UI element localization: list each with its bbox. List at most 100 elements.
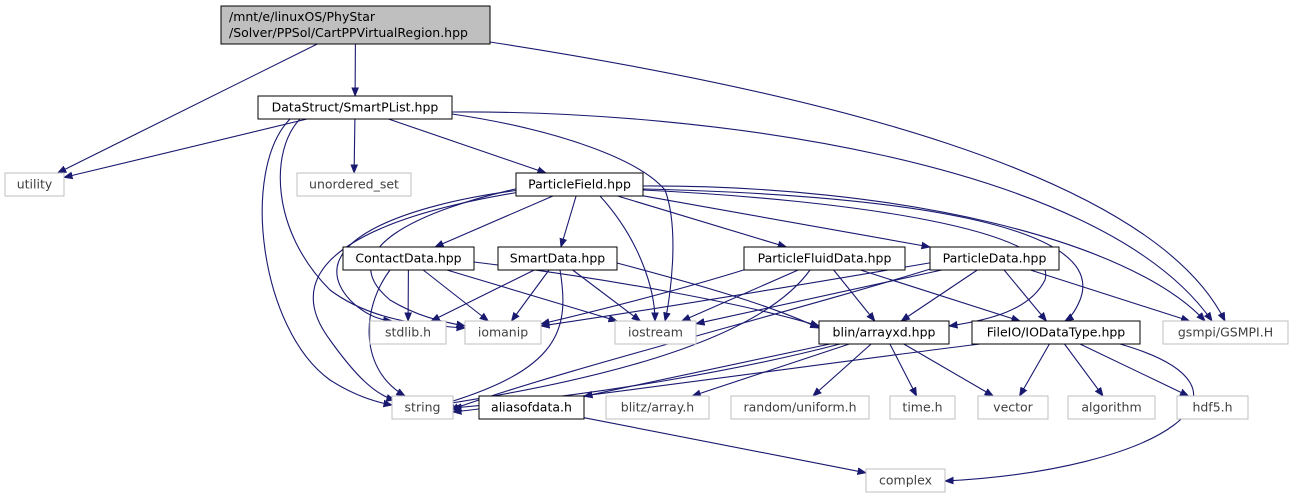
node-randomuniform: random/uniform.h (730, 395, 870, 420)
node-box-smartplist (257, 95, 453, 120)
node-box-arrayxd (818, 320, 950, 345)
edge-iodatatype-to-complex (945, 343, 1195, 481)
edge-particlefluiddata-to-iodatatype (860, 269, 1021, 321)
edge-particledata-to-iostream (696, 269, 942, 324)
node-label-contactdata: ContactData.hpp (355, 251, 461, 266)
node-label-timeh: time.h (902, 400, 942, 415)
edge-particlefield-to-string (312, 191, 521, 400)
node-label-string: string (405, 400, 441, 415)
node-label-stdlib: stdlib.h (385, 325, 431, 340)
node-box-unordered_set (296, 172, 412, 197)
edges (58, 41, 1226, 481)
edge-smartplist-to-unordered_set (354, 118, 355, 173)
node-utility: utility (4, 172, 65, 197)
node-label-vector: vector (993, 400, 1034, 415)
node-algorithm: algorithm (1067, 395, 1156, 420)
edge-contactdata-to-iomanip (422, 269, 488, 321)
edge-particledata-to-iodatatype (1003, 269, 1046, 321)
node-box-smartdata (497, 246, 618, 271)
edge-iodatatype-to-hdf5 (1079, 343, 1189, 397)
node-particlefield[interactable]: ParticleField.hpp (515, 172, 644, 197)
node-timeh: time.h (889, 395, 956, 420)
edge-contactdata-to-iostream (446, 269, 617, 321)
node-root[interactable]: /mnt/e/linuxOS/PhyStar/Solver/PPSol/Cart… (220, 5, 491, 45)
edge-smartdata-to-iomanip (512, 269, 550, 321)
edge-particledata-to-iomanip (541, 261, 936, 326)
node-label-hdf5: hdf5.h (1192, 400, 1232, 415)
edge-particlefield-to-smartdata (561, 195, 577, 247)
edge-arrayxd-to-timeh (889, 343, 918, 396)
node-iodatatype[interactable]: FileIO/IODataType.hpp (971, 320, 1141, 345)
node-box-root (220, 5, 491, 45)
edge-arrayxd-to-randomuniform (813, 343, 872, 396)
edge-particlefield-to-gsmpi (642, 185, 1205, 321)
node-label-complex: complex (879, 473, 932, 488)
edge-aliasofdata-to-complex (583, 417, 866, 473)
node-gsmpi: gsmpi/GSMPI.H (1162, 320, 1289, 345)
node-box-blitzarray (605, 395, 710, 420)
node-box-particledata (929, 246, 1060, 271)
node-box-string (391, 395, 454, 420)
edge-arrayxd-to-vector (903, 343, 993, 396)
edge-particlefluiddata-to-string (445, 269, 811, 404)
node-label-particlefield: ParticleField.hpp (528, 177, 631, 192)
node-aliasofdata[interactable]: aliasofdata.h (478, 395, 585, 420)
edge-particlefluiddata-to-iomanip (541, 267, 751, 324)
node-unordered_set: unordered_set (296, 172, 412, 197)
node-complex: complex (865, 468, 946, 493)
node-box-iostream (614, 320, 697, 345)
edge-root-to-utility (58, 43, 318, 174)
node-label-particlefluiddata: ParticleFluidData.hpp (758, 251, 892, 266)
node-blitzarray: blitz/array.h (605, 395, 710, 420)
edge-particlefield-to-contactdata (435, 195, 554, 248)
node-box-complex (865, 468, 946, 493)
node-smartplist[interactable]: DataStruct/SmartPList.hpp (257, 95, 453, 120)
edge-smartplist-to-string (261, 118, 392, 405)
node-stdlib: stdlib.h (369, 320, 447, 345)
node-box-iomanip (464, 320, 542, 345)
node-box-gsmpi (1162, 320, 1289, 345)
edge-particlefield-to-iostream (599, 195, 655, 321)
edge-iodatatype-to-algorithm (1064, 343, 1104, 396)
node-box-particlefield (515, 172, 644, 197)
node-hdf5: hdf5.h (1176, 395, 1249, 420)
node-label-randomuniform: random/uniform.h (743, 400, 856, 415)
node-iomanip: iomanip (464, 320, 542, 345)
node-label-blitzarray: blitz/array.h (621, 400, 694, 415)
edge-arrayxd-to-blitzarray (692, 343, 850, 396)
node-box-contactdata (342, 246, 475, 271)
edge-particledata-to-gsmpi (1030, 269, 1189, 321)
node-vector: vector (977, 395, 1049, 420)
node-particlefluiddata[interactable]: ParticleFluidData.hpp (743, 246, 906, 271)
node-box-iodatatype (971, 320, 1141, 345)
node-label-aliasofdata: aliasofdata.h (491, 400, 572, 415)
edge-smartplist-to-gsmpi (451, 111, 1212, 321)
node-box-timeh (889, 395, 956, 420)
node-label-iostream: iostream (628, 325, 683, 340)
node-label-root: /mnt/e/linuxOS/PhyStar (229, 9, 376, 24)
edge-smartplist-to-particlefield (388, 118, 547, 173)
node-label-particledata: ParticleData.hpp (943, 251, 1047, 266)
node-box-randomuniform (730, 395, 870, 420)
edge-smartdata-to-arrayxd (616, 262, 819, 329)
node-label-root: /Solver/PPSol/CartPPVirtualRegion.hpp (229, 25, 468, 40)
node-box-aliasofdata (478, 395, 585, 420)
node-label-iodatatype: FileIO/IODataType.hpp (987, 325, 1126, 340)
edge-smartplist-to-iostream (451, 113, 674, 321)
node-arrayxd[interactable]: blin/arrayxd.hpp (818, 320, 950, 345)
node-particledata[interactable]: ParticleData.hpp (929, 246, 1060, 271)
edge-particledata-to-arrayxd (901, 269, 978, 321)
node-label-algorithm: algorithm (1081, 400, 1141, 415)
node-label-smartdata: SmartData.hpp (510, 251, 605, 266)
node-smartdata[interactable]: SmartData.hpp (497, 246, 618, 271)
node-label-smartplist: DataStruct/SmartPList.hpp (272, 100, 439, 115)
edge-smartplist-to-utility (64, 118, 308, 177)
edge-particlefield-to-stdlib (336, 189, 521, 321)
node-box-algorithm (1067, 395, 1156, 420)
node-box-particlefluiddata (743, 246, 906, 271)
node-iostream: iostream (614, 320, 697, 345)
edge-smartdata-to-stdlib (431, 269, 535, 322)
edge-arrayxd-to-aliasofdata (584, 343, 831, 396)
node-contactdata[interactable]: ContactData.hpp (342, 246, 475, 271)
